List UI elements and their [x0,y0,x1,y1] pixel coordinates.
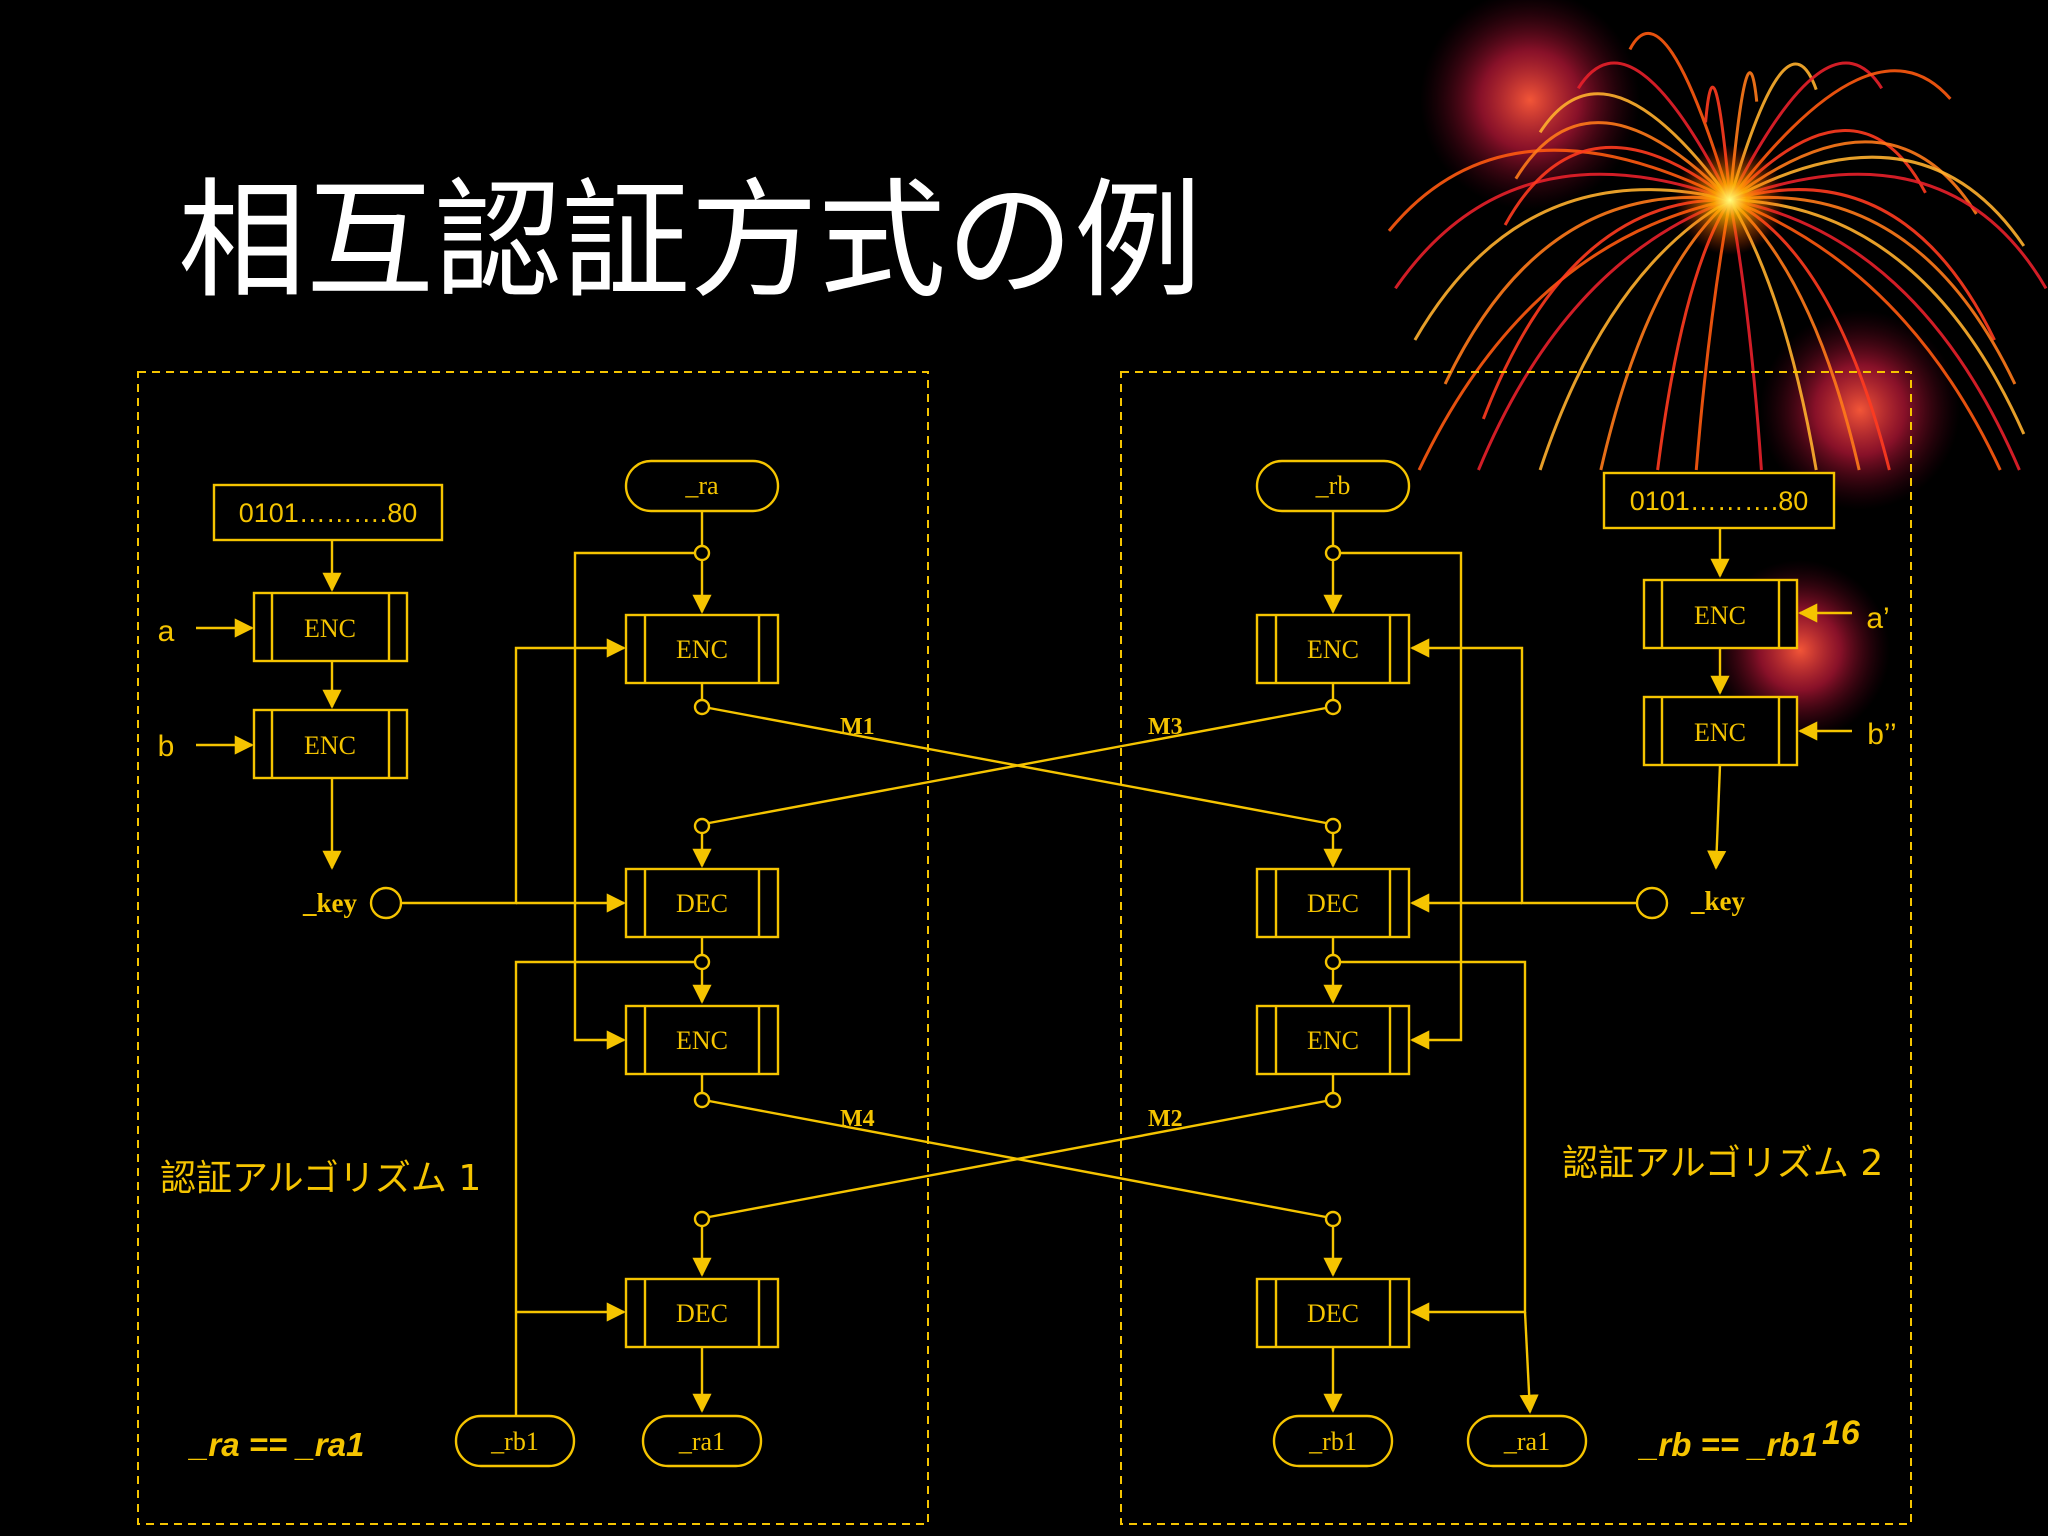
m1-label: M1 [840,714,875,740]
firework-glow-left [1420,0,1640,210]
right-dec1-out-node [1324,953,1342,971]
m3-label: M3 [1148,714,1183,740]
left-enc-a-box [252,591,409,663]
right-key-node [1635,886,1669,920]
right-seed-box [1602,471,1836,530]
left-algorithm: 0101……….80 ENC a ENC b _key _ra ENC [158,459,780,1468]
right-frame [1120,371,1912,1525]
message-lines: M1 M3 M4 M2 [708,706,1327,1219]
left-algorithm-label: 認証アルゴリズム 1 [160,1158,481,1199]
left-key-label: _key [302,888,358,918]
firework-ray [1729,172,2048,290]
left-enc1-label: ENC [676,635,728,664]
left-seed-label: 0101……….80 [239,498,418,528]
right-algorithm: 0101……….80 ENC a’ ENC b’’ _key _rb ENC [1255,459,1897,1468]
right-enc2-out-node [1324,1091,1342,1109]
left-enc2-label: ENC [676,1026,728,1055]
right-enc-b-box [1642,695,1799,767]
firework-icon [1387,0,2048,740]
m3-line [708,706,1327,825]
right-dec1-label: DEC [1307,889,1359,918]
left-nonce-branch [693,544,711,562]
right-to-ra1-arrow [1519,1311,1539,1414]
right-nonce-label: _rb [1315,471,1351,500]
m2-label: M2 [1148,1106,1183,1132]
left-input-b: b [158,730,175,763]
left-enc1-box [624,613,780,685]
right-key-label: _key [1690,886,1746,916]
right-dec2-in-node [1324,1210,1342,1228]
left-enc2-out-node [693,1091,711,1109]
m4-label: M4 [840,1106,875,1132]
right-input-a: a’ [1866,602,1889,635]
m2-line [708,1099,1327,1219]
left-enc-a-label: ENC [304,614,356,643]
right-dec1-box [1255,867,1411,939]
right-nonce-bypass [1340,551,1463,1050]
right-rb1-box [1272,1414,1394,1468]
left-enc1-out-node [693,698,711,716]
right-input-b: b’’ [1867,718,1896,751]
left-dec1-in-node [693,817,711,835]
right-ra1-box [1466,1414,1588,1468]
left-dec2-box [624,1277,780,1349]
left-enc-b-box [252,708,409,780]
right-rb1-label: _rb1 [1308,1427,1357,1456]
left-nonce-label: _ra [684,471,719,500]
left-check: _ra == _ra1 [188,1426,364,1463]
right-dec1-to-dec2 [1340,960,1527,1322]
left-nonce-bypass [573,551,695,1050]
left-ra1-box [641,1414,763,1468]
right-seed-label: 0101……….80 [1630,486,1809,516]
left-dec2-label: DEC [676,1299,728,1328]
right-nonce-branch [1324,544,1342,562]
right-dec1-in-node [1324,817,1342,835]
right-enc2-label: ENC [1307,1026,1359,1055]
right-dec2-box [1255,1277,1411,1349]
left-dec2-in-node [693,1210,711,1228]
firework-glow-bottom [1760,310,1960,510]
firework-ray [1728,69,1952,201]
left-ra1-label: _ra1 [678,1427,725,1456]
right-enc-a-label: ENC [1694,601,1746,630]
left-input-a: a [158,615,175,648]
right-enc-b-out-arrow [1707,764,1727,870]
left-key-to-enc1 [401,638,626,905]
left-rb1-box [454,1414,576,1468]
firework-core [1675,145,1785,255]
left-dec1-to-rb1 [506,960,695,1440]
right-enc1-out-node [1324,698,1342,716]
firework-ray [1387,148,1731,232]
left-key-node [369,886,403,920]
left-dec1-label: DEC [676,889,728,918]
left-seed-box [212,483,444,542]
right-check: _rb == _rb1 [1638,1426,1818,1463]
left-enc2-box [624,1004,780,1076]
right-algorithm-label: 認証アルゴリズム 2 [1562,1143,1883,1184]
page-title: 相互認証方式の例 [178,167,1202,316]
firework-ray [1417,198,1731,471]
right-dec2-label: DEC [1307,1299,1359,1328]
right-key-to-enc1 [1410,638,1637,905]
left-dec1-box [624,867,780,939]
right-ra1-label: _ra1 [1503,1427,1550,1456]
left-rb1-label: _rb1 [490,1427,539,1456]
left-dec1-out-node [693,953,711,971]
right-enc1-label: ENC [1307,635,1359,664]
left-enc-b-label: ENC [304,731,356,760]
right-enc-b-label: ENC [1694,718,1746,747]
left-frame [137,371,929,1525]
page-number: 16 [1822,1414,1861,1452]
